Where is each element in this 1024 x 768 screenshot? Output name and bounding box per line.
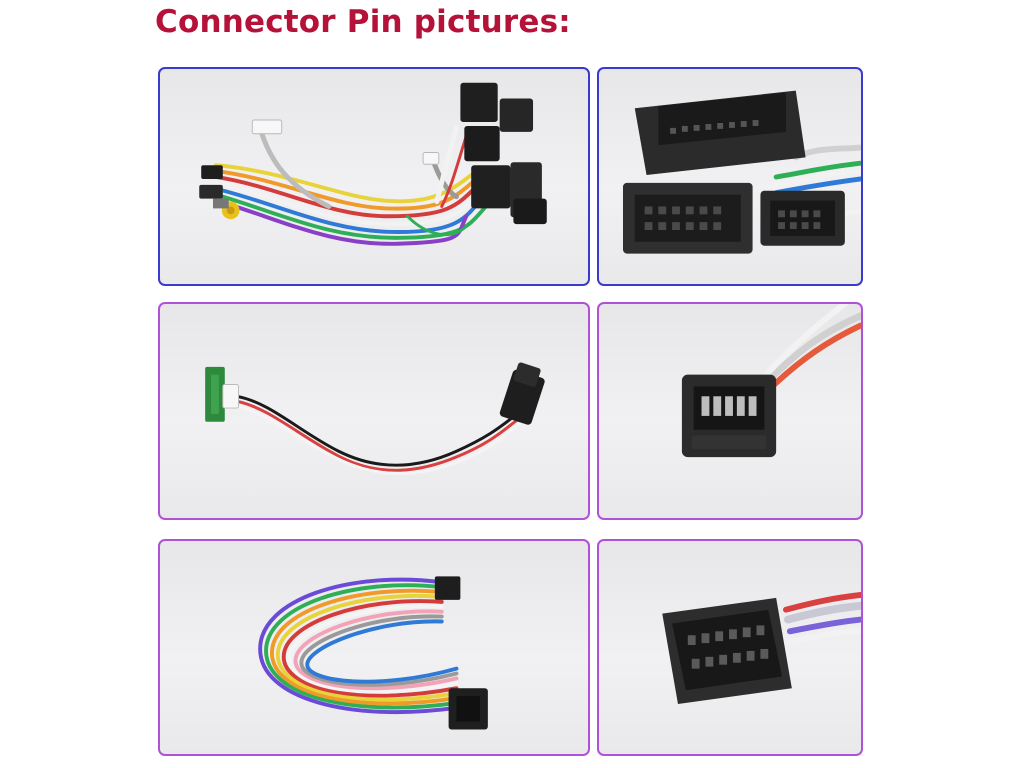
block-connector-illustration [662, 592, 861, 704]
photo-u-shaped-wire-harness [158, 539, 590, 756]
connector-closeup-illustration [622, 90, 861, 254]
photo-small-connector-closeup [597, 302, 863, 520]
small-connector-illustration [681, 304, 861, 458]
harness-illustration [199, 82, 547, 246]
photo-harness-connector-closeup [597, 67, 863, 286]
u-harness-illustration [258, 576, 488, 730]
photo-block-connector-closeup [597, 539, 863, 756]
single-cable-illustration [205, 362, 545, 476]
page-title: Connector Pin pictures: [155, 4, 571, 40]
photo-single-cable-with-board [158, 302, 590, 520]
photo-harness-with-connectors [158, 67, 590, 286]
